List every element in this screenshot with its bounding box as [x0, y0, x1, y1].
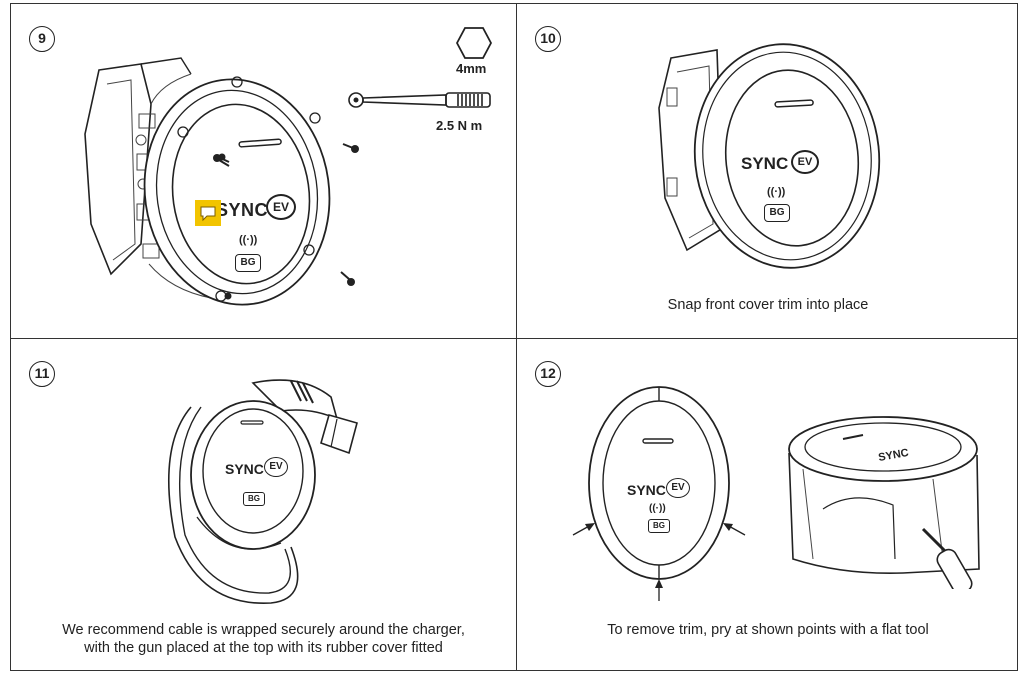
brand-logo-text: SYNC — [741, 154, 789, 173]
instruction-sheet: 9 4mm 2.5 N m — [10, 3, 1018, 671]
brand-logo-text: SYNC — [216, 200, 269, 220]
arrow-right-pry-icon — [723, 523, 746, 536]
brand-logo-text: SYNC — [627, 482, 666, 498]
trim-front-view-illustration — [572, 386, 746, 601]
step-number: 12 — [535, 361, 561, 387]
divider-horizontal — [11, 338, 1017, 339]
bg-badge: BG — [764, 204, 790, 222]
screw-icon — [342, 143, 359, 153]
step-caption: To remove trim, pry at shown points with… — [607, 622, 929, 638]
screw-icon — [340, 271, 355, 286]
wireless-icon: ((·)) — [239, 234, 258, 246]
torque-wrench-icon — [348, 92, 491, 108]
divider-vertical — [516, 4, 517, 670]
brand-logo-text: SYNC — [225, 461, 264, 477]
step-11-panel: 11 SYNC EV BG We recommend cable is wrap… — [11, 339, 516, 672]
step-10-panel: 10 SYNC EV ((·)) BG Snap front cover tri… — [517, 4, 1019, 338]
step-number: 10 — [535, 26, 561, 52]
bg-badge: BG — [235, 254, 261, 272]
arrow-bottom-pry-icon — [655, 579, 663, 601]
bg-badge: BG — [243, 492, 265, 506]
torque-label: 2.5 N m — [436, 118, 483, 133]
ev-logo-icon: EV — [791, 150, 819, 174]
wireless-icon: ((·)) — [767, 186, 786, 198]
step-number: 9 — [29, 26, 55, 52]
step-caption: Snap front cover trim into place — [667, 297, 869, 313]
hex-size-label: 4mm — [456, 61, 487, 76]
wireless-icon: ((·)) — [649, 503, 666, 514]
charger-assembled-illustration — [658, 43, 881, 269]
bg-badge: BG — [648, 519, 670, 533]
step-12-panel: 12 SYNC EV ((·)) BG — [517, 339, 1019, 672]
comment-annotation-icon[interactable] — [195, 200, 221, 226]
step-9-panel: 9 4mm 2.5 N m — [11, 4, 516, 338]
ev-logo-icon: EV — [266, 194, 296, 220]
ev-logo-icon: EV — [666, 478, 690, 498]
charger-open-illustration — [84, 57, 331, 306]
step-number: 11 — [29, 361, 55, 387]
brand-logo-perspective: SYNC — [877, 447, 909, 464]
charger-cable-wrapped-illustration — [167, 379, 358, 604]
ev-logo-icon: EV — [264, 457, 288, 477]
step-caption: We recommend cable is wrapped securely a… — [62, 622, 465, 656]
screw-icon — [213, 154, 230, 167]
hex-key-icon — [456, 27, 492, 59]
arrow-left-pry-icon — [572, 523, 595, 536]
charger-pry-perspective-illustration: SYNC — [788, 416, 980, 589]
flat-tool-icon — [921, 527, 973, 589]
